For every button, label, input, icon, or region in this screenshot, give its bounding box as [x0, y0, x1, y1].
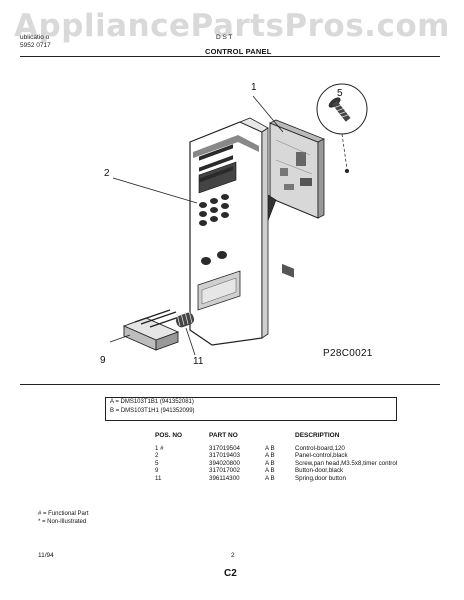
door-button-illustration — [122, 309, 186, 351]
table-row: 9 317017002 A B Button-door,black — [149, 467, 397, 475]
header-description: DESCRIPTION — [295, 432, 340, 439]
spring-illustration — [175, 310, 195, 328]
row-pos: 9 — [155, 467, 159, 475]
screw-illustration — [316, 83, 368, 173]
model-b-line: B = DMS103T1H1 (941352099) — [110, 408, 195, 414]
callout-11: 11 — [193, 356, 204, 367]
note-non-illustrated: * = Non-Illustrated — [38, 519, 87, 525]
row-description: Control-board,120 — [295, 444, 345, 452]
row-models: A B — [265, 452, 275, 460]
footer-page-number: 2 — [231, 552, 235, 559]
diagram-rule — [20, 384, 440, 385]
footer-date: 11/94 — [38, 552, 54, 559]
row-part-no: 317019403 — [209, 452, 240, 460]
row-pos: 11 — [155, 474, 162, 482]
row-pos: 1 # — [155, 444, 164, 452]
table-row: 2 317019403 A B Panel-control,black — [149, 452, 397, 460]
header-models — [265, 432, 295, 445]
model-header: D S T — [216, 34, 233, 41]
row-description: Spring,door button — [295, 474, 346, 482]
control-board-illustration — [253, 119, 325, 278]
row-description: Screw,pan head,M3.5x8,timer control — [295, 459, 398, 467]
control-panel-illustration — [189, 117, 269, 346]
header-pos-no: POS. NO — [155, 432, 183, 439]
model-legend-box: A = DMS103T1B1 (941352081) B = DMS103T1H… — [105, 397, 397, 421]
publication-code: 5952 0717 — [20, 42, 51, 49]
callout-2: 2 — [104, 168, 110, 179]
header-rule — [20, 56, 440, 57]
legend-notes: # = Functional Part * = Non-Illustrated — [38, 510, 89, 526]
section-title: CONTROL PANEL — [205, 47, 272, 56]
table-row: 5 394020800 A B Screw,pan head,M3.5x8,ti… — [149, 460, 397, 468]
row-part-no: 317019504 — [209, 444, 240, 452]
exploded-parts-diagram — [109, 83, 368, 356]
table-row: 11 396114300 A B Spring,door button — [149, 475, 397, 483]
figure-code: P28C0021 — [323, 348, 373, 359]
row-models: A B — [265, 444, 275, 452]
table-row: 1 # 317019504 A B Control-board,120 — [149, 445, 397, 453]
publication-number: ublicatio o — [20, 34, 50, 41]
row-pos: 2 — [155, 452, 159, 460]
row-part-no: 396114300 — [209, 474, 240, 482]
row-pos: 5 — [155, 459, 159, 467]
row-models: A B — [265, 467, 275, 475]
row-models: A B — [265, 459, 275, 467]
row-description: Panel-control,black — [295, 452, 348, 460]
header-part-no: PART NO — [209, 432, 238, 439]
row-part-no: 317017002 — [209, 467, 240, 475]
parts-table: POS. NO PART NO DESCRIPTION 1 # 31701950… — [149, 432, 397, 483]
row-description: Button-door,black — [295, 467, 344, 475]
callout-9: 9 — [100, 355, 106, 366]
callout-leader-lines — [109, 95, 284, 356]
row-part-no: 394020800 — [209, 459, 240, 467]
watermark-text: AppliancePartsPros.com — [14, 8, 450, 44]
row-models: A B — [265, 474, 275, 482]
model-a-line: A = DMS103T1B1 (941352081) — [110, 399, 194, 405]
callout-1: 1 — [251, 82, 257, 93]
note-functional-part: # = Functional Part — [38, 511, 89, 517]
parts-table-header: POS. NO PART NO DESCRIPTION — [149, 432, 397, 445]
callout-5: 5 — [337, 88, 343, 99]
footer-page-code: C2 — [224, 568, 237, 579]
